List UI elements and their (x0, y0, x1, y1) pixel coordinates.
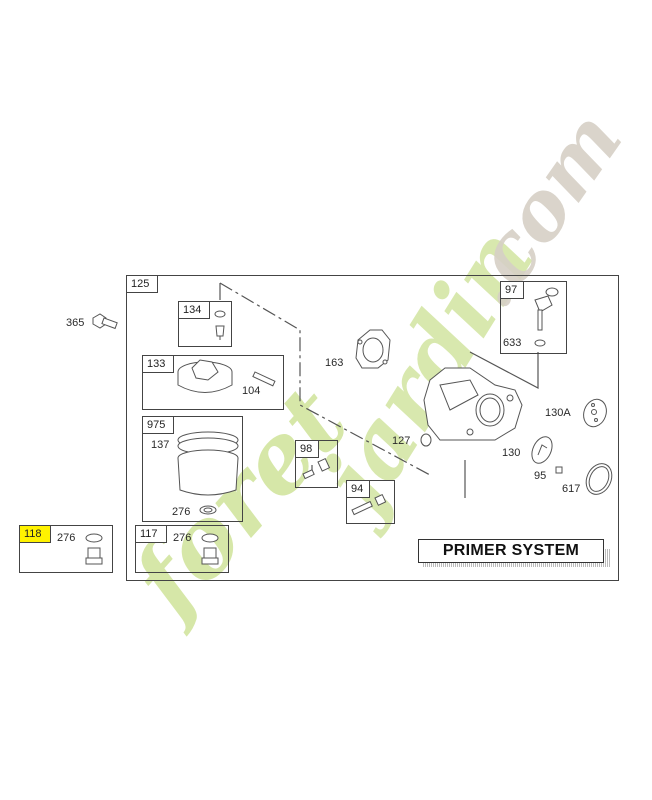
callout-633[interactable]: 633 (503, 337, 522, 349)
callout-117[interactable]: 117 (135, 525, 167, 543)
callout-130A[interactable]: 130A (545, 407, 571, 419)
callout-276-117[interactable]: 276 (173, 532, 192, 544)
kit-94-box: 94 (346, 480, 395, 524)
callout-104[interactable]: 104 (242, 385, 261, 397)
callout-276-bowl[interactable]: 276 (172, 506, 191, 518)
callout-617[interactable]: 617 (562, 483, 581, 495)
callout-137[interactable]: 137 (151, 439, 170, 451)
callout-94[interactable]: 94 (346, 480, 370, 498)
main-kit-frame: 125 (126, 275, 619, 581)
kit-133-box: 133 (142, 355, 284, 410)
kit-134-box: 134 (178, 301, 232, 347)
callout-133[interactable]: 133 (142, 355, 174, 373)
callout-134[interactable]: 134 (178, 301, 210, 319)
kit-117-box: 117 (135, 525, 229, 573)
callout-127[interactable]: 127 (392, 435, 411, 447)
kit-98-box: 98 (295, 440, 338, 488)
callout-163[interactable]: 163 (325, 357, 344, 369)
callout-97[interactable]: 97 (500, 281, 524, 299)
callout-125[interactable]: 125 (126, 275, 158, 293)
callout-98[interactable]: 98 (295, 440, 319, 458)
callout-130[interactable]: 130 (502, 447, 521, 459)
callout-975[interactable]: 975 (142, 416, 174, 434)
callout-118-highlighted[interactable]: 118 (19, 525, 51, 543)
kit-975-box: 975 (142, 416, 243, 522)
diagram-title: PRIMER SYSTEM (418, 539, 604, 563)
kit-97-box: 97 (500, 281, 567, 354)
callout-365[interactable]: 365 (66, 317, 85, 329)
kit-118-box: 118 (19, 525, 113, 573)
callout-276-118[interactable]: 276 (57, 532, 76, 544)
callout-95[interactable]: 95 (534, 470, 547, 482)
bolt-365-icon (92, 313, 118, 330)
